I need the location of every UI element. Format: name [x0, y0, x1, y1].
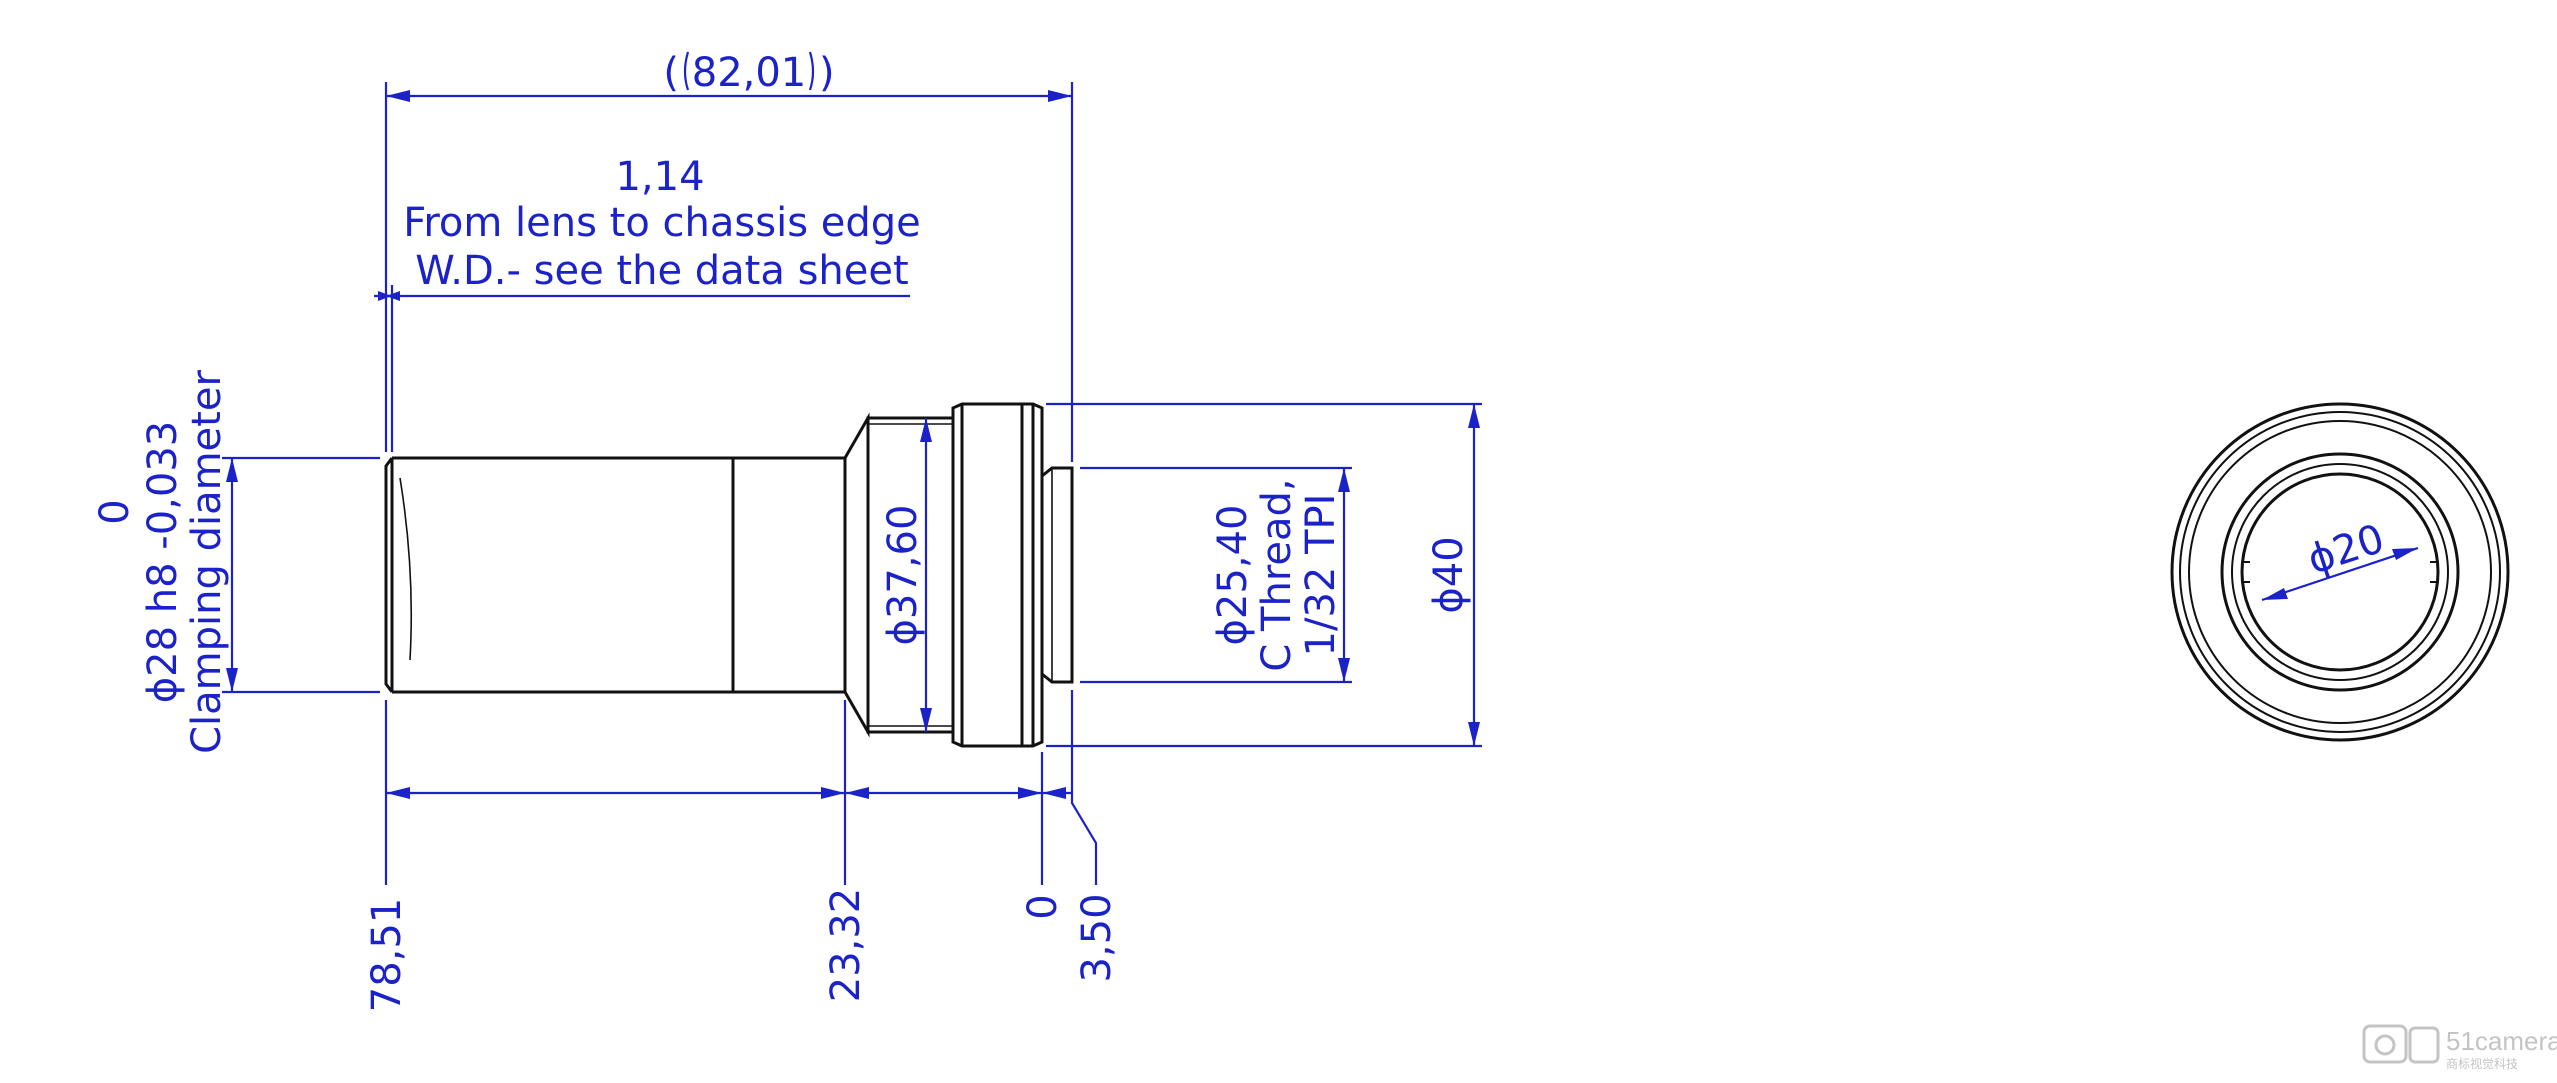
front-chamfer — [384, 457, 394, 693]
lens-offset-note-1: From lens to chassis edge — [403, 200, 921, 246]
body-diameter-label: ϕ37,60 — [880, 505, 926, 646]
lens-curve — [399, 477, 413, 661]
front-diameter-label: ϕ20 — [2302, 516, 2390, 584]
watermark-camera-icon — [2362, 1024, 2408, 1064]
front-outer-ring-1 — [2170, 402, 2510, 742]
watermark-tagline: 商标视觉科技 — [2446, 1056, 2518, 1071]
front-inner-ring-3 — [2240, 472, 2440, 672]
front-barrel-outline — [392, 456, 847, 694]
ordinate-step-label: 23,32 — [823, 888, 869, 1003]
clamp-tolerance-upper: 0 — [92, 499, 138, 524]
front-inner-ring-1 — [2220, 452, 2460, 692]
front-outer-ring-2 — [2179, 411, 2501, 733]
ordinate-front-label: 78,51 — [364, 898, 410, 1013]
watermark-brand: 51camera — [2446, 1026, 2557, 1056]
lens-side-view — [384, 402, 1074, 748]
front-outer-ring-3 — [2188, 420, 2492, 724]
ordinate-thread-end-label: 3,50 — [1074, 893, 1120, 982]
clamp-diameter-note: Clamping diameter — [184, 370, 230, 754]
front-slot-right — [2430, 561, 2438, 583]
clamp-diameter-label: ϕ28 h8 -0,033 — [140, 421, 186, 703]
front-slot-left — [2242, 561, 2250, 583]
thread-diameter-label: ϕ25,40 — [1210, 505, 1256, 646]
lens-front-view — [2170, 402, 2510, 742]
thread-pitch-label: 1/32 TPI — [1298, 494, 1344, 657]
thread-outline — [1041, 466, 1074, 684]
front-inner-ring-2 — [2231, 463, 2449, 681]
lens-offset-note-2: W.D.- see the data sheet — [415, 248, 908, 294]
ordinate-zero-label: 0 — [1020, 894, 1066, 919]
thread-type-label: C Thread, — [1254, 478, 1300, 671]
overall-length-label: ( 82,01 ) — [663, 50, 834, 96]
dimension-labels: ( 82,01 ) 1,14 From lens to chassis edge… — [92, 50, 2390, 1012]
flange-diameter-label: ϕ40 — [1426, 536, 1472, 613]
watermark-logo: 51camera 商标视觉科技 — [2362, 1024, 2557, 1071]
flange-outline — [951, 402, 1044, 748]
dimension-lines — [222, 51, 2419, 885]
lens-offset-label: 1,14 — [615, 154, 704, 200]
taper-outline — [843, 412, 870, 738]
